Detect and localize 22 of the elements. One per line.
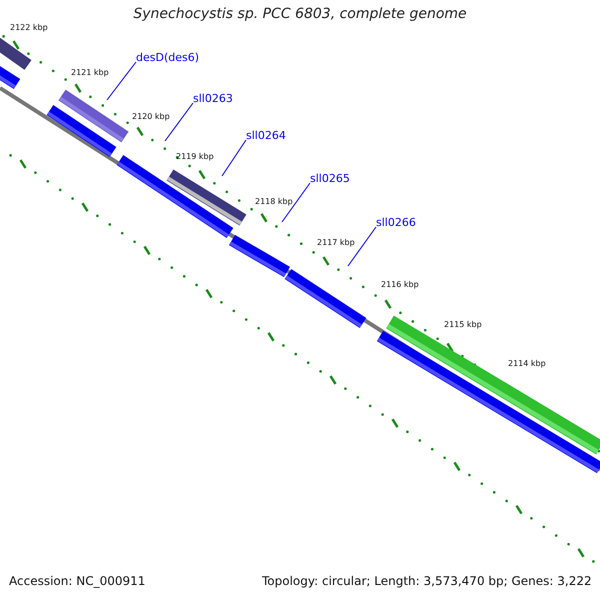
leader-line [106,62,136,100]
leader-line [164,102,194,142]
scale-label: 2121 kbp [71,68,109,77]
scale-label: 2116 kbp [381,280,419,289]
gene-label: sll0263 [193,92,233,105]
scale-label: 2122 kbp [10,23,48,32]
genome-info-text: Topology: circular; Length: 3,573,470 bp; Genes: 3,222 [262,574,592,588]
scale-label: 2118 kbp [255,197,293,206]
scale-label: 2119 kbp [176,152,214,161]
scale-label: 2115 kbp [444,320,482,329]
accession-text: Accession: NC_000911 [9,574,146,588]
scale-label: 2117 kbp [317,238,355,247]
scale-label: 2114 kbp [508,359,546,368]
leader-line [348,226,376,266]
gene-label: sll0266 [376,216,416,229]
gene-label: desD(des6) [136,51,200,64]
leader-line [222,140,246,176]
gene-label: sll0265 [310,172,350,185]
scale-label: 2120 kbp [132,112,170,121]
leader-line [282,182,310,222]
gene-label: sll0264 [246,129,286,142]
title: Synechocystis sp. PCC 6803, complete genome [132,6,468,22]
